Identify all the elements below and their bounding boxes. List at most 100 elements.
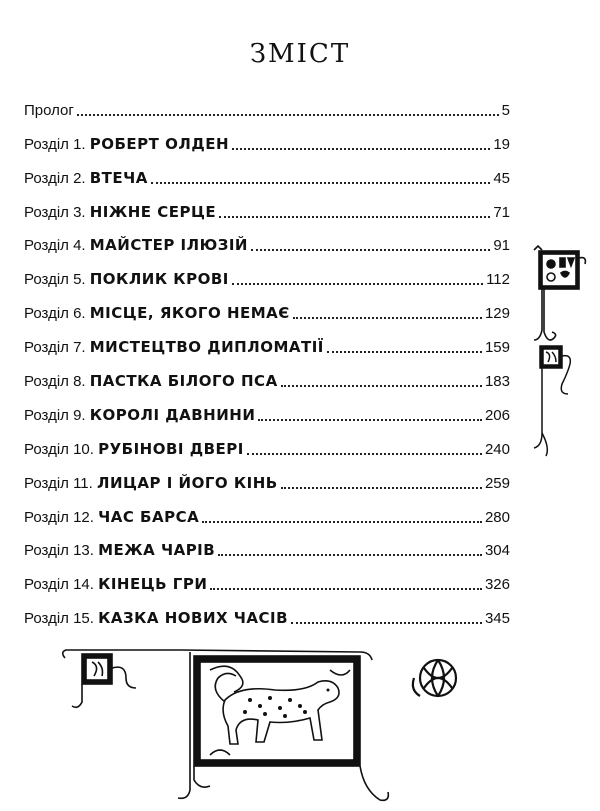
chapter-title: МИСТЕЦТВО ДИПЛОМАТІЇ (89, 338, 324, 357)
page-number: 304 (484, 542, 510, 560)
toc-entry-label: Розділ 14. КІНЕЦЬ ГРИ (24, 575, 207, 594)
chapter-prefix: Розділ 9. (24, 406, 90, 424)
page-number: 71 (493, 203, 510, 221)
toc-entry: Розділ 11. ЛИЦАР І ЙОГО КІНЬ 259 (24, 459, 510, 493)
chapter-prefix: Розділ 7. (24, 339, 90, 357)
chapter-prefix: Розділ 12. (24, 508, 99, 526)
chapter-prefix: Розділ 13. (24, 542, 99, 560)
chapter-title: ВТЕЧА (89, 168, 148, 187)
toc-entry-label: Розділ 7. МИСТЕЦТВО ДИПЛОМАТІЇ (24, 338, 324, 357)
dot-leader (246, 452, 482, 455)
chapter-title: КОРОЛІ ДАВНИНИ (89, 405, 256, 424)
toc-entry: Розділ 2. ВТЕЧА 45 (24, 154, 510, 188)
dot-leader (291, 622, 482, 625)
toc-entry: Розділ 5. ПОКЛИК КРОВІ 112 (24, 255, 510, 289)
toc-entry: Розділ 1. РОБЕРТ ОЛДЕН 19 (24, 120, 510, 154)
chapter-title: РОБЕРТ ОЛДЕН (89, 134, 229, 153)
page-number: 183 (484, 373, 510, 391)
toc-entry-label: Розділ 1. РОБЕРТ ОЛДЕН (24, 135, 229, 154)
chapter-prefix: Розділ 8. (24, 373, 90, 391)
toc-entry-label: Розділ 3. НІЖНЕ СЕРЦЕ (24, 203, 216, 222)
page-number: 45 (493, 169, 510, 187)
toc-entry: Пролог 5 (24, 86, 510, 120)
chapter-title: ЛИЦАР І ЙОГО КІНЬ (96, 473, 278, 492)
chapter-title: ПАСТКА БІЛОГО ПСА (89, 372, 278, 391)
chapter-prefix: Розділ 3. (24, 203, 90, 221)
toc-entry: Розділ 8. ПАСТКА БІЛОГО ПСА 183 (24, 357, 510, 391)
dot-leader (150, 181, 491, 184)
dot-leader (76, 113, 499, 116)
page-number: 5 (501, 101, 510, 119)
chapter-prefix: Розділ 10. (24, 440, 99, 458)
celtic-knot-icon (411, 658, 458, 698)
toc-entry: Розділ 9. КОРОЛІ ДАВНИНИ 206 (24, 391, 510, 425)
page-title: ЗМІСТ (249, 39, 351, 70)
chapter-prefix: Розділ 15. (24, 610, 99, 628)
toc-entry-label: Розділ 12. ЧАС БАРСА (24, 508, 199, 527)
chapter-title: МІСЦЕ, ЯКОГО НЕМАЄ (89, 304, 290, 323)
dot-leader (280, 486, 482, 489)
page-number: 19 (493, 135, 510, 153)
toc-entry: Розділ 13. МЕЖА ЧАРІВ 304 (24, 527, 510, 561)
heraldic-banner-icon (533, 244, 587, 341)
page-number: 345 (484, 610, 510, 628)
dot-leader (202, 520, 482, 523)
page-number: 112 (486, 271, 510, 289)
chapter-prefix: Розділ 6. (24, 305, 90, 323)
toc-entry: Розділ 3. НІЖНЕ СЕРЦЕ 71 (24, 188, 510, 222)
chapter-title: ЧАС БАРСА (98, 507, 200, 526)
toc-entry-label: Розділ 11. ЛИЦАР І ЙОГО КІНЬ (24, 474, 278, 493)
dot-leader (258, 418, 482, 421)
chapter-title: МАЙСТЕР ІЛЮЗІЙ (89, 236, 248, 255)
chapter-prefix: Розділ 11. (24, 474, 97, 492)
chapter-prefix: Розділ 5. (24, 271, 90, 289)
toc-entry-label: Розділ 4. МАЙСТЕР ІЛЮЗІЙ (24, 236, 248, 255)
chapter-prefix: Пролог (24, 101, 74, 119)
page-number: 259 (484, 474, 510, 492)
dot-leader (232, 147, 491, 150)
chapter-prefix: Розділ 4. (24, 237, 90, 255)
dot-leader (292, 317, 482, 320)
dot-leader (219, 215, 491, 218)
dot-leader (250, 249, 491, 252)
toc-entry-label: Пролог (24, 101, 74, 120)
dot-leader (280, 385, 482, 388)
page-number: 240 (484, 440, 510, 458)
chapter-title: ПОКЛИК КРОВІ (89, 270, 229, 289)
toc-entry-label: Розділ 15. КАЗКА НОВИХ ЧАСІВ (24, 609, 288, 628)
toc-entry: Розділ 7. МИСТЕЦТВО ДИПЛОМАТІЇ 159 (24, 323, 510, 357)
chapter-prefix: Розділ 2. (24, 169, 90, 187)
chapter-title: КАЗКА НОВИХ ЧАСІВ (98, 609, 289, 628)
toc-entry-label: Розділ 5. ПОКЛИК КРОВІ (24, 270, 229, 289)
page-number: 159 (484, 339, 510, 357)
toc-entry-label: Розділ 8. ПАСТКА БІЛОГО ПСА (24, 372, 278, 391)
small-pennant-icon (533, 345, 572, 457)
page-number: 206 (484, 406, 510, 424)
page-number: 91 (493, 237, 510, 255)
toc-entry: Розділ 10. РУБІНОВІ ДВЕРІ 240 (24, 425, 510, 459)
toc-entry: Розділ 4. МАЙСТЕР ІЛЮЗІЙ 91 (24, 222, 510, 256)
toc-entry: Розділ 12. ЧАС БАРСА 280 (24, 493, 510, 527)
snow-leopard-illumination-icon (61, 649, 390, 802)
page-number: 280 (484, 508, 510, 526)
chapter-title: МЕЖА ЧАРІВ (98, 541, 216, 560)
chapter-prefix: Розділ 14. (24, 576, 99, 594)
dot-leader (218, 554, 482, 557)
chapter-prefix: Розділ 1. (24, 135, 90, 153)
toc-entry-label: Розділ 6. МІСЦЕ, ЯКОГО НЕМАЄ (24, 304, 290, 323)
toc-entry-label: Розділ 9. КОРОЛІ ДАВНИНИ (24, 406, 255, 425)
page-number: 326 (484, 576, 510, 594)
toc-entry: Розділ 14. КІНЕЦЬ ГРИ 326 (24, 560, 510, 594)
dot-leader (326, 351, 482, 354)
toc-entry-label: Розділ 13. МЕЖА ЧАРІВ (24, 541, 215, 560)
chapter-title: НІЖНЕ СЕРЦЕ (89, 202, 217, 221)
dot-leader (231, 283, 484, 286)
toc-entry-label: Розділ 2. ВТЕЧА (24, 169, 148, 188)
toc-entry: Розділ 15. КАЗКА НОВИХ ЧАСІВ 345 (24, 594, 510, 628)
page-number: 129 (484, 305, 510, 323)
chapter-title: КІНЕЦЬ ГРИ (98, 575, 208, 594)
toc-entry: Розділ 6. МІСЦЕ, ЯКОГО НЕМАЄ 129 (24, 289, 510, 323)
chapter-title: РУБІНОВІ ДВЕРІ (98, 439, 244, 458)
dot-leader (210, 588, 482, 591)
